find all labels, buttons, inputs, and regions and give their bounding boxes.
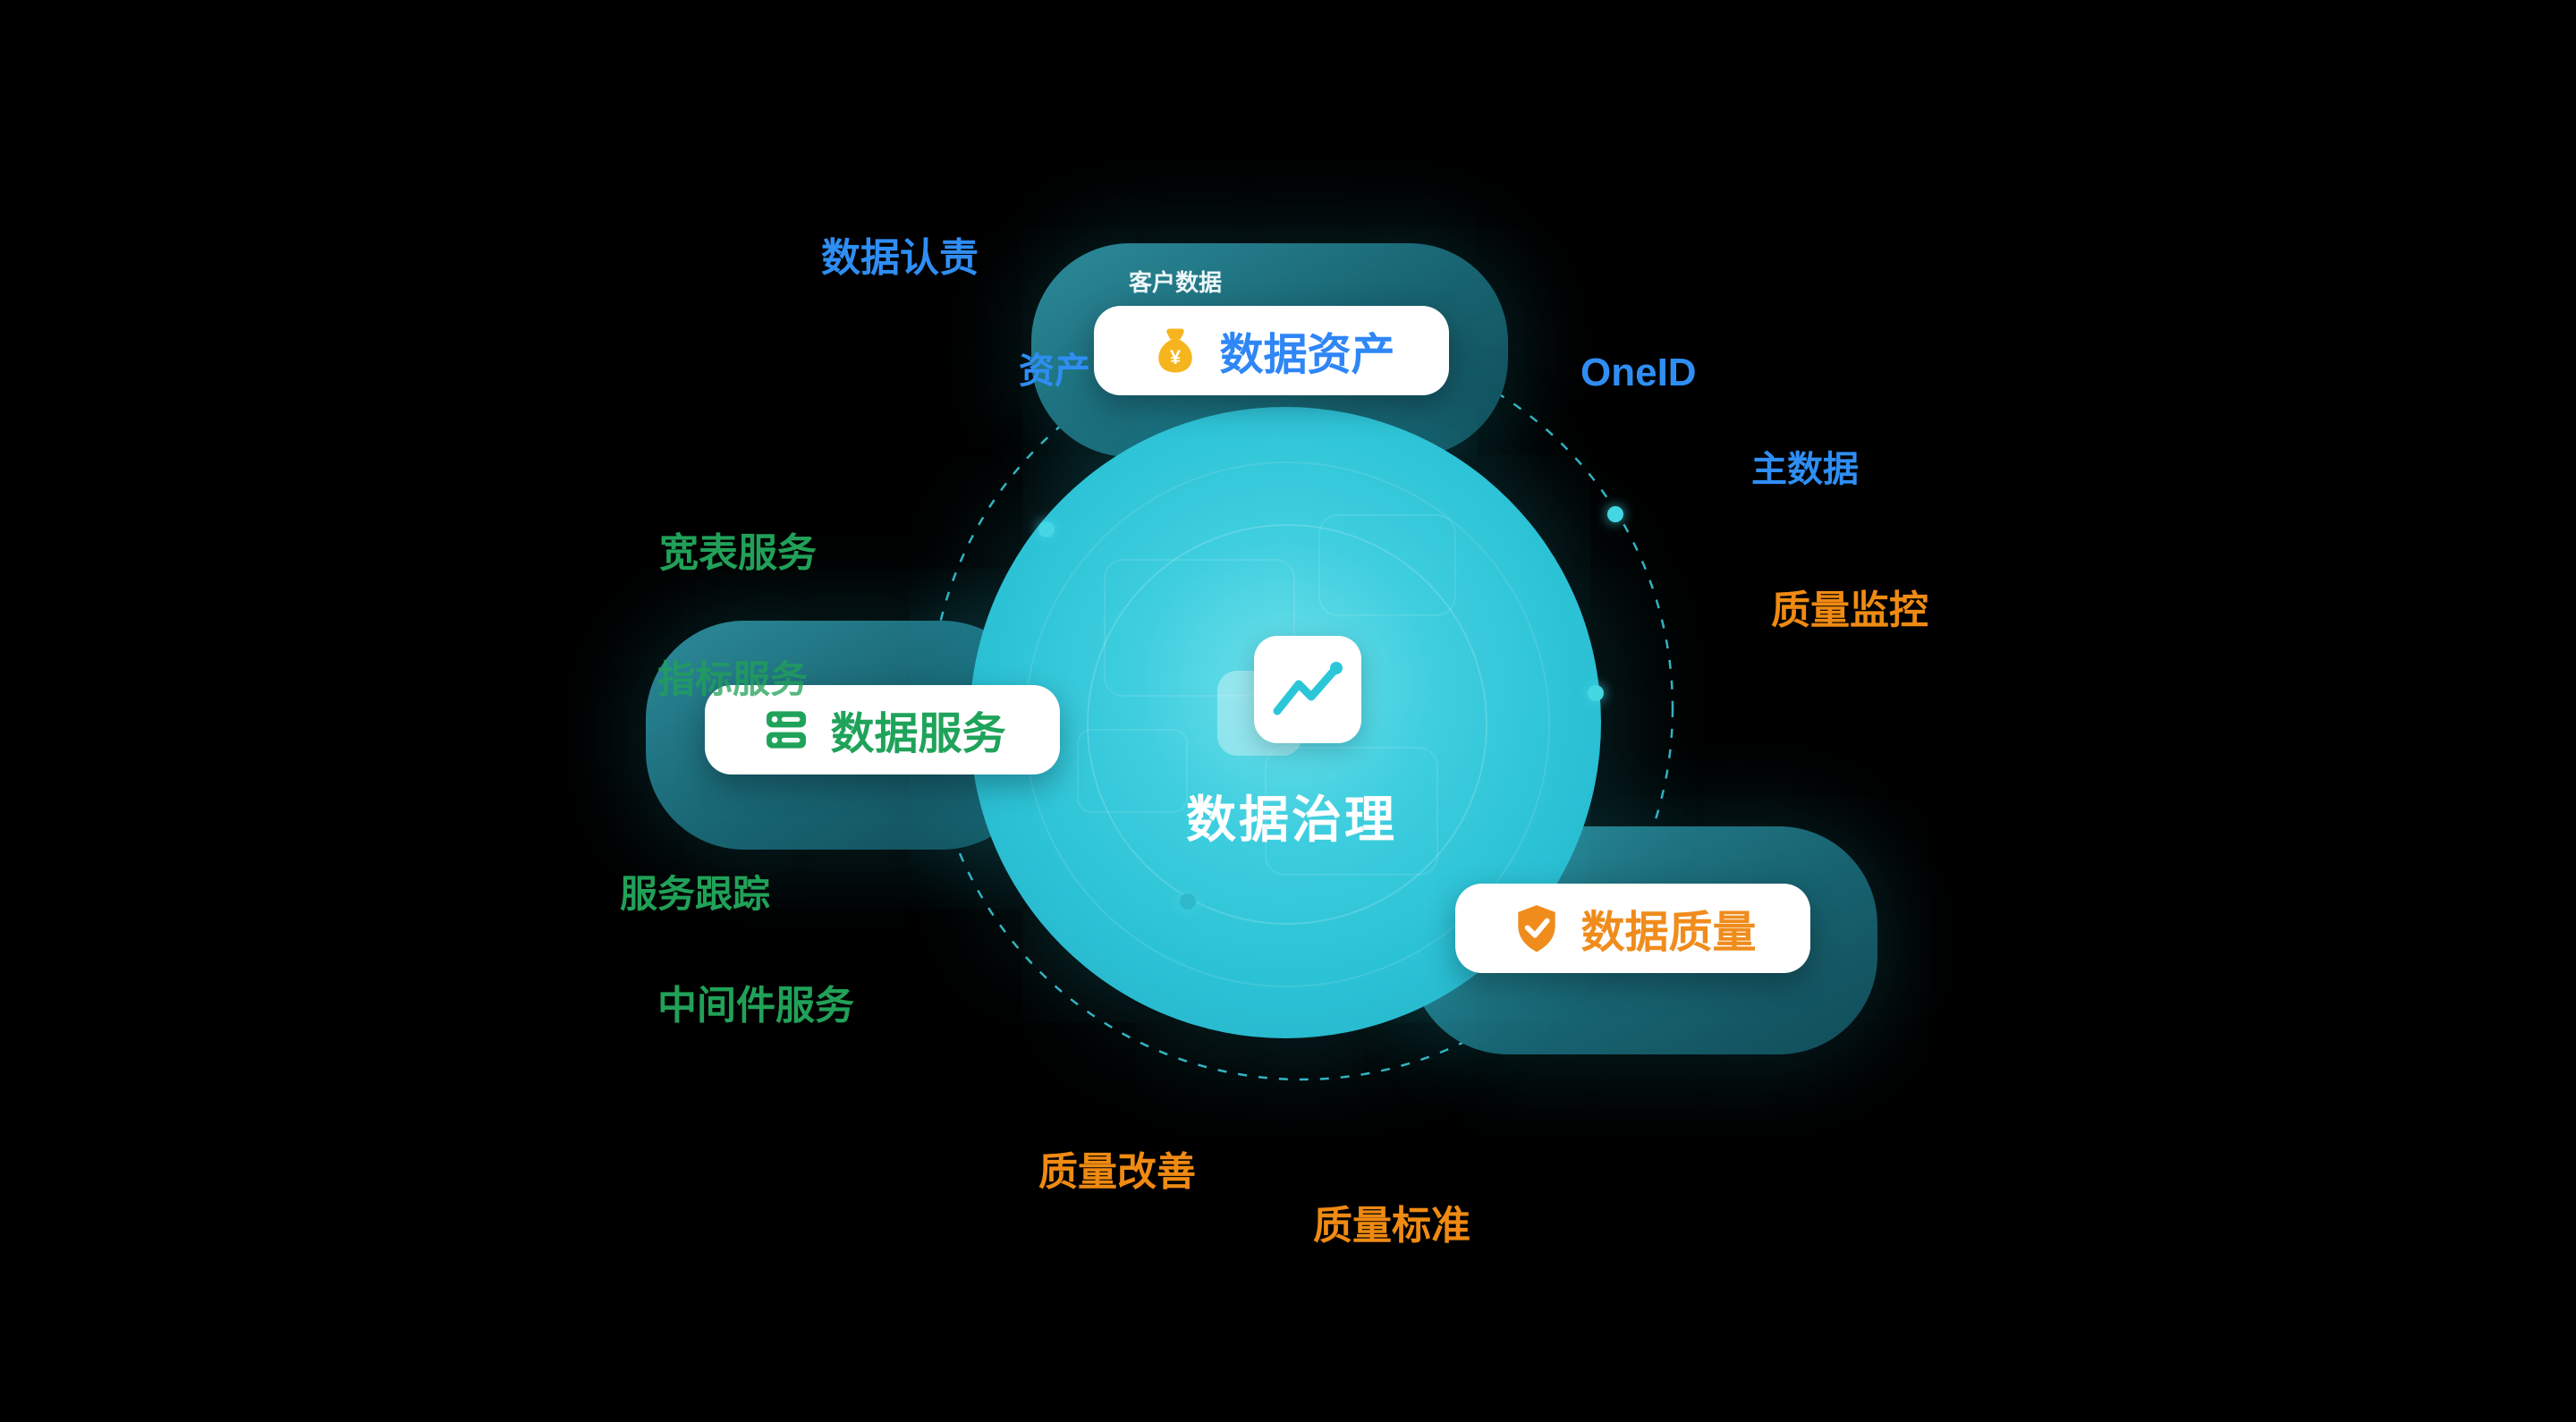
database-icon <box>767 711 807 749</box>
data-quality-label: 数据质量 <box>1580 908 1757 957</box>
circuit-decoration <box>1265 747 1438 876</box>
center-title: 数据治理 <box>1186 791 1397 848</box>
circuit-decoration <box>1104 559 1295 697</box>
label-middleware-service: 中间件服务 <box>657 984 854 1028</box>
svg-text:¥: ¥ <box>1170 346 1182 368</box>
money-bag-icon: ¥ <box>1158 328 1193 373</box>
orbit-node-dot <box>1588 685 1604 701</box>
data-service-pill[interactable]: 数据服务 <box>705 685 1060 774</box>
data-asset-label: 数据资产 <box>1219 330 1395 379</box>
data-service-label: 数据服务 <box>830 709 1006 758</box>
label-quality-standard: 质量标准 <box>1313 1204 1470 1248</box>
label-service-tracking: 服务跟踪 <box>620 873 771 915</box>
data-asset-pill[interactable]: ¥ 数据资产 <box>1094 306 1449 395</box>
label-asset: 资产 <box>1019 351 1090 391</box>
label-customer-data: 客户数据 <box>1129 269 1223 296</box>
orbit-node-dot <box>1607 506 1623 522</box>
label-quality-improvement: 质量改善 <box>1038 1150 1196 1194</box>
trend-chart-icon <box>1254 636 1361 743</box>
orbit-node-dot <box>1180 893 1196 910</box>
label-indicator-service: 指标服务 <box>657 658 809 700</box>
orbit-node-dot <box>1038 521 1055 537</box>
label-quality-monitoring: 质量监控 <box>1771 588 1928 632</box>
label-master-data: 主数据 <box>1751 450 1859 489</box>
circuit-decoration <box>1318 514 1456 616</box>
data-quality-pill[interactable]: 数据质量 <box>1455 884 1810 973</box>
label-wide-table-service: 宽表服务 <box>659 531 817 575</box>
label-data-accountability: 数据认责 <box>821 236 979 280</box>
shield-check-icon <box>1518 905 1556 952</box>
label-oneid: OneID <box>1580 351 1697 394</box>
circuit-decoration <box>1077 729 1188 813</box>
